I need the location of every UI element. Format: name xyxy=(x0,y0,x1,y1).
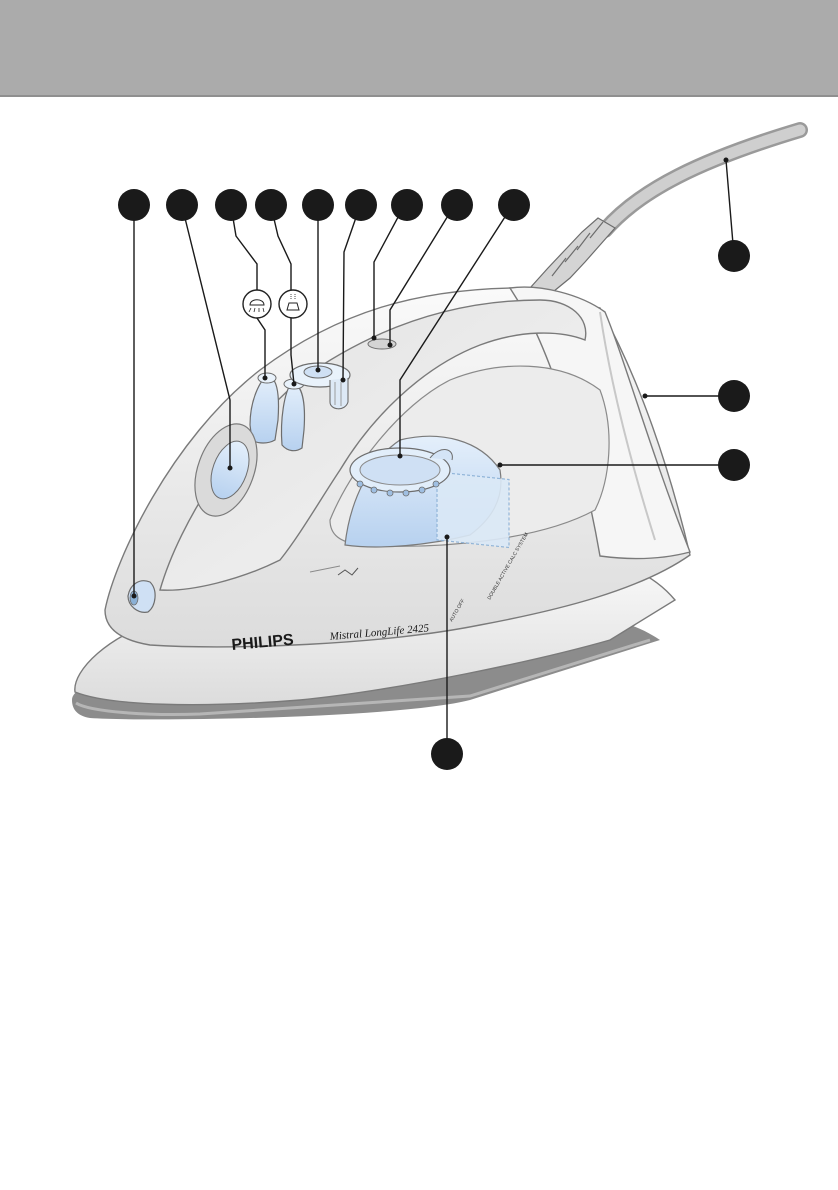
callout-marker xyxy=(441,189,473,221)
callout-marker xyxy=(166,189,198,221)
callout-marker xyxy=(118,189,150,221)
leader-endpoints xyxy=(131,157,729,599)
callout-marker xyxy=(345,189,377,221)
header-band xyxy=(0,0,838,95)
callout-marker xyxy=(718,449,750,481)
steam-shot-icon xyxy=(278,289,308,319)
callout-markers xyxy=(118,189,750,770)
callout-marker xyxy=(391,189,423,221)
callout-marker xyxy=(498,189,530,221)
callout-marker xyxy=(718,380,750,412)
shot-of-steam-button xyxy=(280,378,306,452)
callout-marker xyxy=(302,189,334,221)
brand-label: PHILIPS xyxy=(231,632,295,654)
callout-marker xyxy=(718,240,750,272)
callout-marker xyxy=(431,738,463,770)
filling-inlet xyxy=(194,423,258,517)
callout-marker xyxy=(215,189,247,221)
callout-marker xyxy=(255,189,287,221)
power-cord xyxy=(597,122,808,238)
spray-icon xyxy=(242,289,272,319)
cord-strain-relief xyxy=(529,217,616,297)
callout-lines xyxy=(133,159,735,745)
transparent-window xyxy=(436,471,510,549)
max-fill-mark xyxy=(337,567,359,576)
header-divider xyxy=(0,95,838,97)
